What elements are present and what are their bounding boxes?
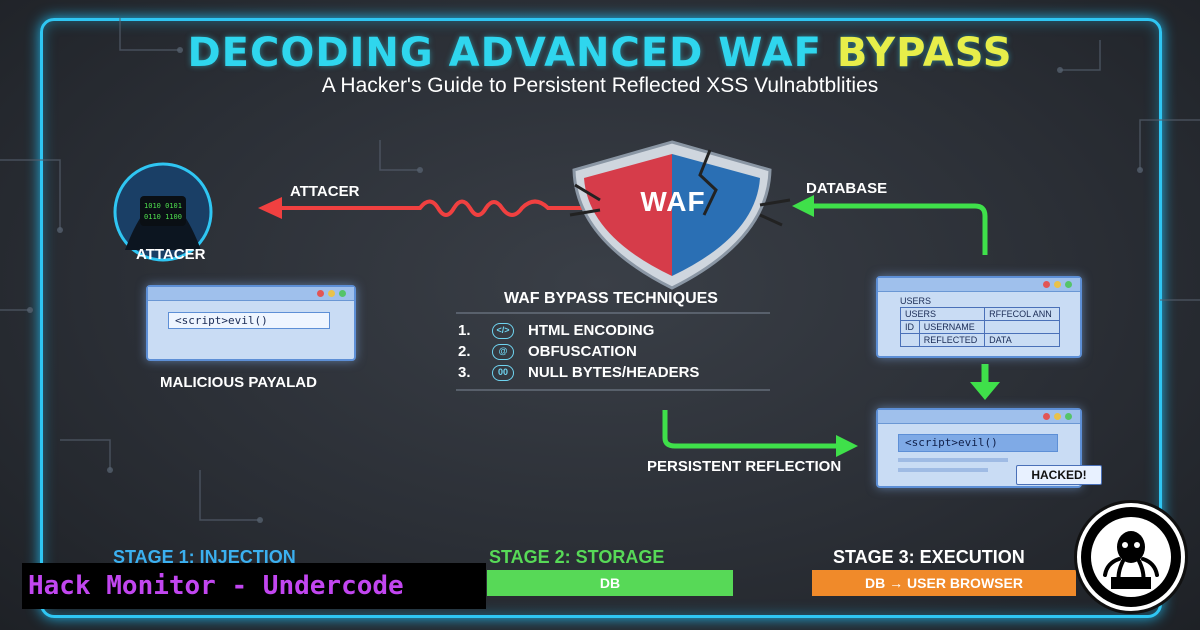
placeholder-line — [898, 468, 988, 472]
stage-3-title: STAGE 3: EXECUTION — [833, 547, 1025, 567]
stage-1-title: STAGE 1: INJECTION — [113, 547, 296, 567]
code-icon: </> — [492, 322, 514, 339]
hacked-badge: HACKED! — [1016, 465, 1102, 485]
payload-caption: MALICIOUS PAYALAD — [160, 374, 317, 391]
attack-wave — [270, 199, 600, 217]
technique-item-html-encoding: 1. </> HTML ENCODING — [458, 322, 655, 339]
octopus-icon — [1081, 507, 1181, 607]
database-arrow — [810, 203, 988, 255]
techniques-list: 1. </> HTML ENCODING 2. @ OBFUSCATION 3.… — [458, 320, 768, 383]
stage-2-bar: DB — [487, 570, 733, 596]
table-row: ID USERNAME — [900, 320, 1060, 334]
page-title: DECODING ADVANCED WAF BYPASS — [0, 30, 1200, 76]
attacker-avatar-label: ATTACER — [136, 246, 206, 263]
technique-item-null-bytes: 3. 00 NULL BYTES/HEADERS — [458, 364, 700, 381]
attacker-arrow-label: ATTACER — [290, 183, 360, 200]
technique-item-obfuscation: 2. @ OBFUSCATION — [458, 343, 637, 360]
page-subtitle: A Hacker's Guide to Persistent Reflected… — [321, 74, 879, 97]
title-highlight: BYPASS — [836, 30, 1013, 76]
stage-2-title: STAGE 2: STORAGE — [489, 547, 665, 567]
swirl-icon: @ — [492, 343, 514, 360]
reflection-arrow — [662, 410, 838, 449]
database-arrow-label: DATABASE — [806, 180, 888, 197]
table-row: REFLECTED DATA — [900, 333, 1060, 347]
brand-banner: Hack Monitor - Undercode — [22, 563, 486, 609]
waf-label: WAF — [640, 186, 706, 217]
placeholder-line — [898, 458, 1008, 462]
payload-code-field: <script>evil() — [168, 312, 330, 329]
attack-arrowhead — [258, 197, 282, 219]
users-table: USERS RFFECOL ANN ID USERNAME REFLECTED … — [899, 307, 1060, 347]
database-arrowhead — [792, 195, 814, 217]
table-row: USERS RFFECOL ANN — [899, 307, 1060, 321]
title-main: DECODING ADVANCED WAF — [187, 30, 837, 76]
svg-text:0110 1100: 0110 1100 — [144, 213, 182, 221]
waf-shield-icon — [569, 140, 791, 290]
svg-text:1010 0101: 1010 0101 — [144, 202, 182, 210]
outer-frame — [40, 18, 1162, 618]
techniques-title: WAF BYPASS TECHNIQUES — [504, 290, 718, 307]
stage-3-bar: DB → USER BROWSER — [812, 570, 1076, 596]
hacker-avatar-icon: 1010 0101 0110 1100 — [113, 162, 213, 262]
browser-code-field: <script>evil() — [898, 434, 1058, 452]
db-table-title: USERS — [900, 296, 932, 306]
reflection-label: PERSISTENT REFLECTION — [647, 458, 842, 475]
undercode-logo — [1074, 500, 1188, 614]
bytes-icon: 00 — [492, 364, 514, 381]
